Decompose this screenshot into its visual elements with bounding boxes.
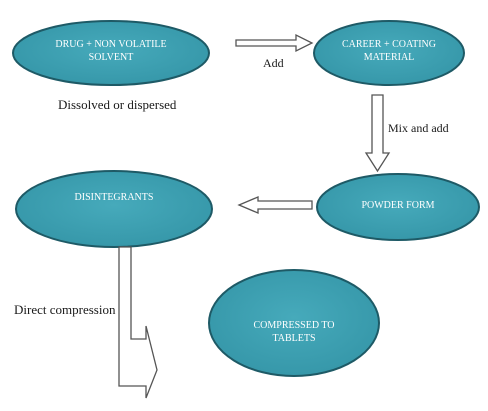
node-career-label: CAREER + COATING MATERIAL — [342, 39, 436, 63]
arrow-mix-and-add — [364, 94, 391, 173]
node-disintegrants-label: DISINTEGRANTS — [74, 192, 154, 203]
node-drug-label: DRUG + NON VOLATILE SOLVENT — [55, 39, 167, 63]
node-powder-shape — [316, 173, 480, 241]
node-disintegrants-shape — [15, 170, 213, 248]
node-powder-label: POWDER FORM — [361, 200, 435, 211]
arrow-direct-compression — [118, 246, 158, 399]
label-direct-compression: Direct compression — [14, 302, 116, 317]
node-drug-shape — [12, 20, 210, 86]
arrow-to-disintegrants — [237, 196, 313, 214]
node-career-shape — [313, 20, 465, 86]
arrow-add — [235, 33, 314, 53]
node-tablets-label: COMPRESSED TO TABLETS — [253, 320, 335, 344]
label-add: Add — [263, 56, 284, 70]
label-dissolved: Dissolved or dispersed — [58, 97, 177, 112]
node-tablets-shape — [208, 269, 380, 377]
label-mix-and-add: Mix and add — [388, 121, 449, 135]
